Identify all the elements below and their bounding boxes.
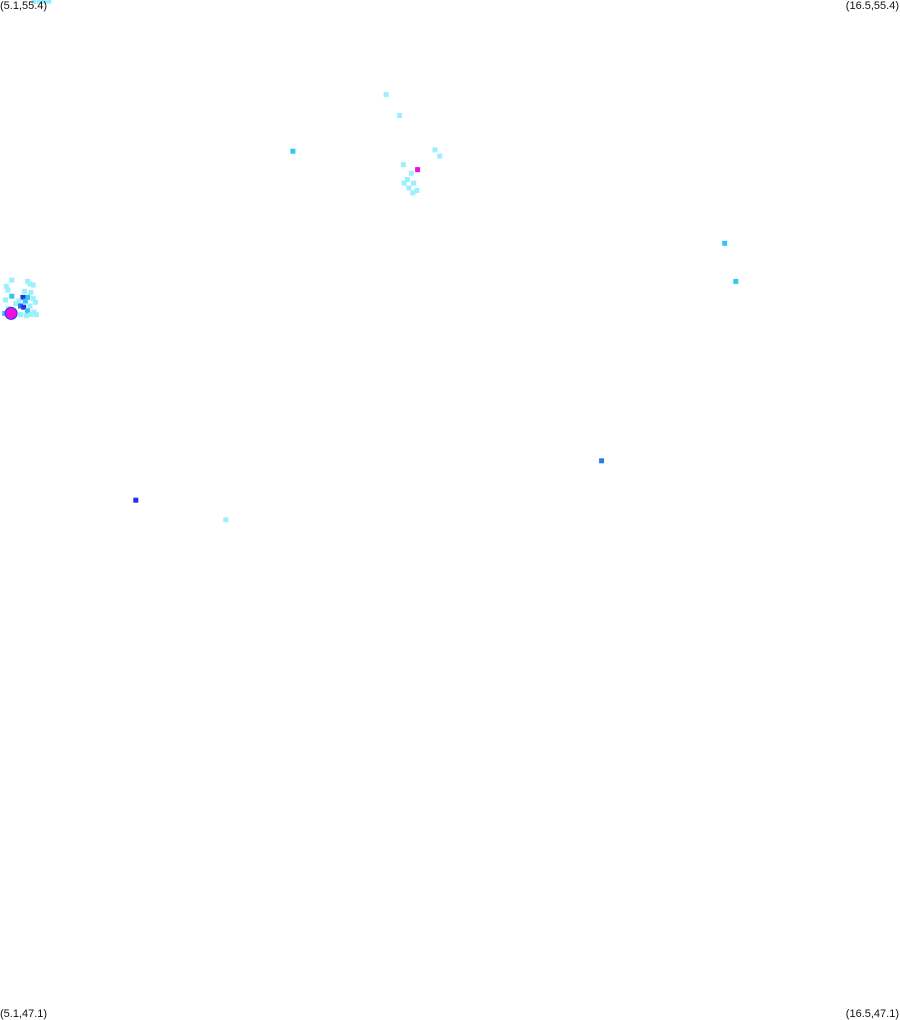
map-point[interactable] (5, 287, 11, 293)
map-point[interactable] (33, 299, 38, 305)
map-point[interactable] (414, 188, 420, 193)
map-point[interactable] (37, 0, 42, 4)
map-point[interactable] (27, 303, 33, 309)
map-point[interactable] (223, 517, 229, 523)
map-point[interactable] (599, 458, 605, 464)
map-point[interactable] (406, 185, 412, 191)
map-point[interactable] (400, 162, 406, 168)
map-point[interactable] (30, 282, 36, 288)
map-point[interactable] (30, 296, 36, 302)
map-point[interactable] (432, 147, 438, 153)
map-point[interactable] (20, 294, 26, 300)
corner-label-top-right: (16.5,55.4) (845, 0, 899, 12)
map-point[interactable] (21, 304, 27, 310)
map-point[interactable] (33, 312, 39, 318)
map-point[interactable] (290, 148, 296, 154)
map-point[interactable] (46, 0, 52, 4)
map-point[interactable] (3, 297, 8, 303)
map-point[interactable] (22, 288, 27, 294)
map-point[interactable] (411, 180, 417, 186)
points-layer (2, 0, 739, 523)
map-point[interactable] (437, 153, 443, 159)
map-point[interactable] (18, 312, 23, 318)
map-point[interactable] (28, 290, 34, 295)
map-point[interactable] (16, 298, 22, 304)
map-point[interactable] (722, 240, 728, 246)
map-point[interactable] (9, 293, 15, 299)
map-point[interactable] (25, 308, 31, 314)
map-point[interactable] (18, 303, 23, 309)
map-point[interactable] (27, 281, 33, 287)
map-point[interactable] (3, 283, 9, 289)
map-point[interactable] (133, 497, 139, 503)
map-point[interactable] (410, 190, 416, 196)
corner-label-top-left: (5.1,55.4) (0, 0, 48, 12)
map-point[interactable] (383, 92, 389, 98)
corner-label-bottom-left: (5.1,47.1) (0, 1008, 48, 1020)
map-point[interactable] (41, 0, 47, 4)
map-point[interactable] (401, 180, 407, 186)
map-point[interactable] (22, 298, 28, 304)
map-point[interactable] (13, 301, 19, 306)
cluster-marker[interactable] (4, 306, 18, 320)
map-point[interactable] (408, 170, 414, 176)
map-point[interactable] (31, 0, 37, 4)
corner-label-bottom-right: (16.5,47.1) (845, 1008, 899, 1020)
map-point[interactable] (9, 277, 15, 283)
map-point[interactable] (733, 278, 739, 284)
map-point[interactable] (23, 313, 29, 319)
map-point[interactable] (404, 176, 410, 182)
map-point[interactable] (397, 113, 402, 118)
map-point[interactable] (415, 167, 421, 173)
map-point[interactable] (25, 294, 31, 300)
map-point[interactable] (28, 312, 34, 318)
